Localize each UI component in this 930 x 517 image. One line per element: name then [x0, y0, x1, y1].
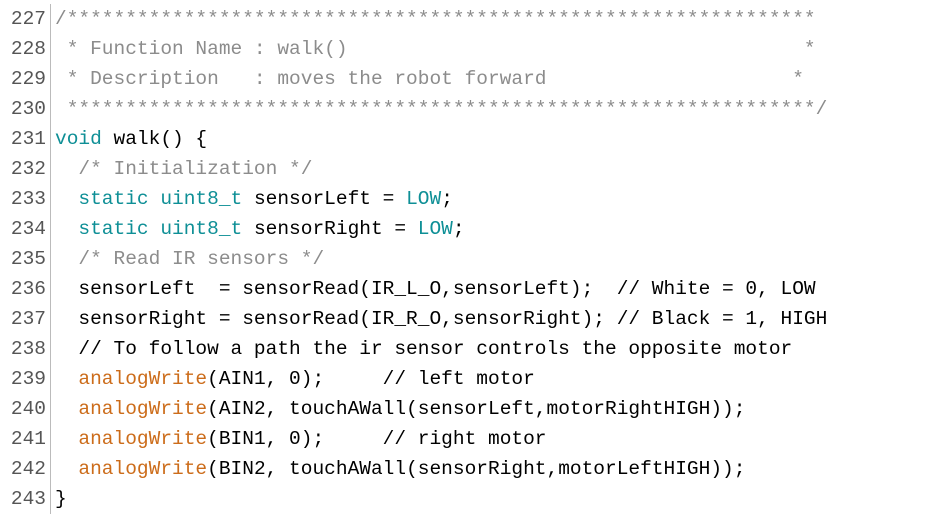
line-number: 243	[0, 484, 51, 514]
code-line[interactable]: 238 // To follow a path the ir sensor co…	[0, 334, 930, 364]
code-text[interactable]: analogWrite(AIN1, 0); // left motor	[51, 364, 535, 394]
code-line[interactable]: 232 /* Initialization */	[0, 154, 930, 184]
code-text[interactable]: sensorRight = sensorRead(IR_R_O,sensorRi…	[51, 304, 827, 334]
code-token: static	[78, 218, 149, 240]
code-token: analogWrite	[78, 458, 208, 480]
code-token	[55, 218, 78, 240]
code-line[interactable]: 234 static uint8_t sensorRight = LOW;	[0, 214, 930, 244]
code-token: sensorRight =	[242, 218, 418, 240]
code-token: ;	[441, 188, 453, 210]
code-token: LOW	[406, 188, 442, 210]
code-line[interactable]: 230 ************************************…	[0, 94, 930, 124]
code-line[interactable]: 227/************************************…	[0, 4, 930, 34]
code-token: walk() {	[101, 128, 208, 150]
code-text[interactable]: /* Initialization */	[51, 154, 312, 184]
code-token: /* Read IR sensors */	[55, 248, 325, 270]
line-number: 235	[0, 244, 51, 274]
code-token: analogWrite	[78, 368, 208, 390]
code-line[interactable]: 233 static uint8_t sensorLeft = LOW;	[0, 184, 930, 214]
code-text[interactable]: ****************************************…	[51, 94, 828, 124]
code-token: sensorRight = sensorRead(IR_R_O,sensorRi…	[55, 308, 828, 330]
line-number: 227	[0, 4, 51, 34]
code-text[interactable]: sensorLeft = sensorRead(IR_L_O,sensorLef…	[51, 274, 816, 304]
code-token: uint8_t	[160, 218, 243, 240]
code-text[interactable]: /* Read IR sensors */	[51, 244, 324, 274]
code-token: (AIN1, 0); // left motor	[207, 368, 535, 390]
code-token: // To follow a path the ir sensor contro…	[55, 338, 793, 360]
code-line[interactable]: 243}	[0, 484, 930, 514]
code-text[interactable]: static uint8_t sensorRight = LOW;	[51, 214, 465, 244]
code-token: /***************************************…	[55, 8, 816, 30]
line-number: 228	[0, 34, 51, 64]
code-token: (BIN1, 0); // right motor	[207, 428, 547, 450]
line-number: 242	[0, 454, 51, 484]
line-number: 239	[0, 364, 51, 394]
code-line[interactable]: 239 analogWrite(AIN1, 0); // left motor	[0, 364, 930, 394]
code-token: * Description : moves the robot forward …	[55, 68, 804, 90]
code-token: void	[55, 128, 102, 150]
line-number: 232	[0, 154, 51, 184]
line-number: 240	[0, 394, 51, 424]
code-token: static	[78, 188, 149, 210]
line-number: 233	[0, 184, 51, 214]
code-token	[55, 428, 78, 450]
code-text[interactable]: * Function Name : walk() *	[51, 34, 816, 64]
code-text[interactable]: void walk() {	[51, 124, 207, 154]
line-number: 238	[0, 334, 51, 364]
code-line[interactable]: 235 /* Read IR sensors */	[0, 244, 930, 274]
code-token: (AIN2, touchAWall(sensorLeft,motorRightH…	[207, 398, 746, 420]
line-number: 237	[0, 304, 51, 334]
code-token: /* Initialization */	[55, 158, 313, 180]
line-number: 231	[0, 124, 51, 154]
code-token: sensorLeft =	[242, 188, 407, 210]
code-token: ****************************************…	[55, 98, 828, 120]
code-editor[interactable]: 227/************************************…	[0, 4, 930, 514]
code-token: (BIN2, touchAWall(sensorRight,motorLeftH…	[207, 458, 746, 480]
line-number: 241	[0, 424, 51, 454]
code-token	[55, 398, 78, 420]
code-token: uint8_t	[160, 188, 243, 210]
code-token	[149, 188, 161, 210]
code-token	[55, 368, 78, 390]
code-text[interactable]: analogWrite(BIN2, touchAWall(sensorRight…	[51, 454, 745, 484]
code-text[interactable]: analogWrite(BIN1, 0); // right motor	[51, 424, 547, 454]
code-token: analogWrite	[78, 428, 208, 450]
code-line[interactable]: 240 analogWrite(AIN2, touchAWall(sensorL…	[0, 394, 930, 424]
code-token: ;	[452, 218, 465, 240]
code-line[interactable]: 237 sensorRight = sensorRead(IR_R_O,sens…	[0, 304, 930, 334]
code-token: * Function Name : walk() *	[55, 38, 816, 60]
line-number: 236	[0, 274, 51, 304]
code-token: }	[55, 488, 67, 510]
line-number: 234	[0, 214, 51, 244]
line-number: 229	[0, 64, 51, 94]
code-token	[149, 218, 161, 240]
code-token: LOW	[417, 218, 453, 240]
code-line[interactable]: 236 sensorLeft = sensorRead(IR_L_O,senso…	[0, 274, 930, 304]
code-line[interactable]: 242 analogWrite(BIN2, touchAWall(sensorR…	[0, 454, 930, 484]
code-token	[55, 188, 78, 210]
code-line[interactable]: 241 analogWrite(BIN1, 0); // right motor	[0, 424, 930, 454]
code-text[interactable]: }	[51, 484, 67, 514]
code-text[interactable]: /***************************************…	[51, 4, 816, 34]
code-line[interactable]: 228 * Function Name : walk() *	[0, 34, 930, 64]
code-token: analogWrite	[78, 398, 208, 420]
code-text[interactable]: static uint8_t sensorLeft = LOW;	[51, 184, 453, 214]
code-line[interactable]: 229 * Description : moves the robot forw…	[0, 64, 930, 94]
code-token: sensorLeft = sensorRead(IR_L_O,sensorLef…	[55, 278, 816, 300]
line-number: 230	[0, 94, 51, 124]
code-token	[55, 458, 78, 480]
code-text[interactable]: analogWrite(AIN2, touchAWall(sensorLeft,…	[51, 394, 745, 424]
code-text[interactable]: // To follow a path the ir sensor contro…	[51, 334, 792, 364]
code-text[interactable]: * Description : moves the robot forward …	[51, 64, 804, 94]
